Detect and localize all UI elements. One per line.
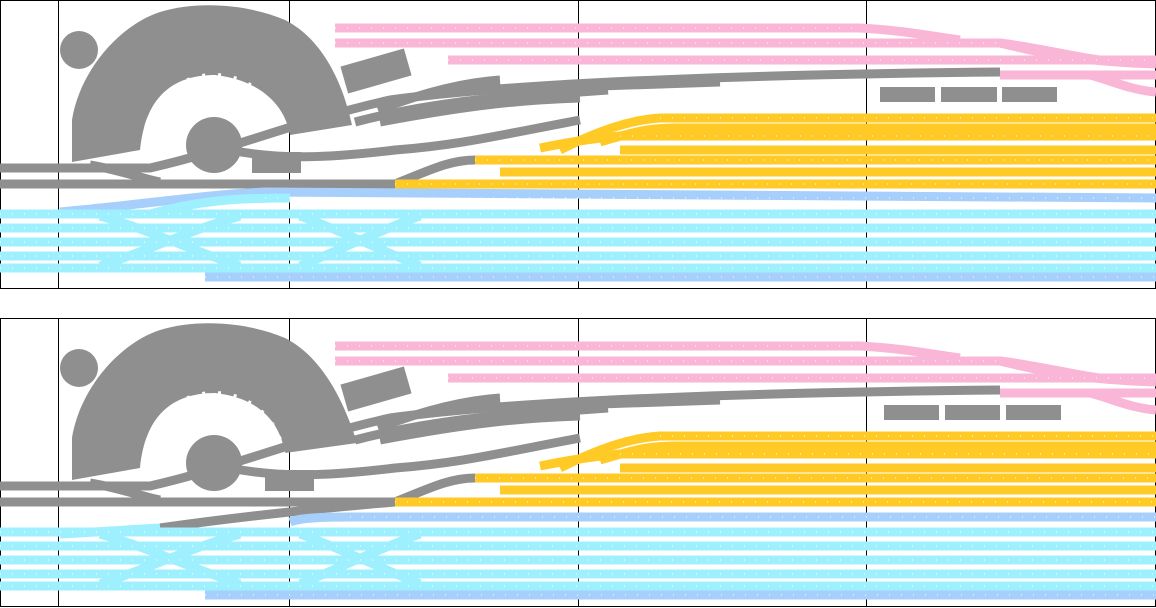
engine-facility-tracks (0, 385, 1001, 533)
roundhouse-stall (243, 464, 286, 471)
roundhouse-stall (144, 440, 186, 456)
roundhouse-stall (142, 466, 185, 476)
pink-tracks (335, 23, 1156, 97)
roundhouse-stall (142, 138, 185, 145)
water-tower-icon (60, 31, 98, 69)
roundhouse-stall (201, 73, 212, 116)
yellow-yard-tracks (395, 431, 1156, 507)
roundhouse-stall (150, 107, 189, 132)
roundhouse-stall (172, 84, 199, 122)
roundhouse-stall (186, 77, 205, 118)
roundhouse-stall (160, 95, 193, 126)
roundhouse-stall (221, 393, 238, 435)
roundhouse (72, 323, 357, 480)
pink-tracks (335, 341, 1156, 415)
engine-facility-tracks (0, 67, 1001, 189)
roundhouse-stall (243, 146, 286, 153)
station-platform (884, 405, 939, 420)
yellow-yard-tracks (395, 113, 1156, 189)
roundhouse-stall (241, 436, 282, 454)
roundhouse-stall (238, 421, 275, 448)
roundhouse-stall (142, 456, 185, 463)
water-tower-icon (60, 349, 98, 387)
roundhouse-stall (150, 425, 189, 450)
track-plan-upper (0, 0, 1156, 289)
station-platform (1002, 87, 1057, 102)
roundhouse-stall (227, 400, 252, 438)
station-platform (941, 87, 997, 102)
roundhouse-stalls (142, 391, 286, 492)
roundhouse-stall (142, 148, 185, 158)
roundhouse-stall (233, 91, 265, 125)
track-ties (0, 27, 1156, 278)
roundhouse-stall (186, 395, 205, 436)
roundhouse-stall (241, 118, 282, 136)
engine-shed (340, 48, 412, 94)
roundhouse-stall (172, 402, 199, 440)
staging-tracks (0, 512, 1156, 600)
station-platform (945, 405, 1000, 420)
track-plan-lower (0, 318, 1156, 607)
roundhouse-stall (214, 73, 222, 116)
roundhouse-stall (233, 409, 265, 443)
station-platform (1006, 405, 1061, 420)
roundhouse-stall (214, 391, 222, 434)
station-platform (880, 87, 935, 102)
track-ties (0, 345, 1156, 596)
roundhouse-stall (238, 103, 275, 130)
roundhouse-stall (227, 82, 252, 120)
roundhouse-stall (221, 75, 238, 117)
roundhouse-stall (144, 122, 186, 138)
roundhouse-stall (160, 413, 193, 444)
roundhouse-stall (201, 391, 212, 434)
engine-shed (340, 366, 412, 412)
roundhouse (72, 5, 352, 162)
